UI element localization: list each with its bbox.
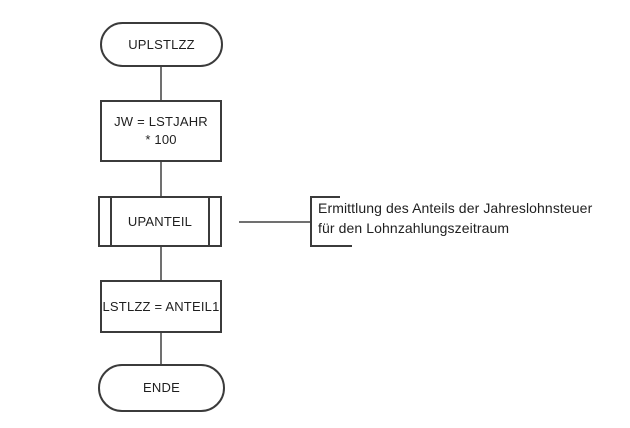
process-jw-line2: * 100 <box>145 132 177 147</box>
upanteil-right-bar <box>208 198 210 245</box>
annotation-line1: Ermittlung des Anteils der Jahreslohnste… <box>318 200 593 216</box>
connector-upanteil-to-process-lstlzz <box>160 247 162 280</box>
annotation-text: Ermittlung des Anteils der Jahreslohnste… <box>318 198 618 238</box>
upanteil-predefined-box: UPANTEIL <box>98 196 222 247</box>
annotation-connector-line <box>239 221 310 223</box>
connector-process-jw-to-upanteil <box>160 162 162 196</box>
connector-process-lstlzz-to-end <box>160 333 162 364</box>
annotation-bracket-vertical <box>310 196 312 247</box>
process-lstlzz-box: LSTLZZ = ANTEIL1 <box>100 280 222 333</box>
end-terminator: ENDE <box>98 364 225 412</box>
process-jw-box: JW = LSTJAHR * 100 <box>100 100 222 162</box>
connector-start-to-process-jw <box>160 67 162 100</box>
annotation-bracket-bottom-tick <box>310 245 352 247</box>
process-lstlzz-label: LSTLZZ = ANTEIL1 <box>102 298 220 314</box>
upanteil-label: UPANTEIL <box>127 213 193 229</box>
end-terminator-label: ENDE <box>143 380 180 395</box>
start-terminator: UPLSTLZZ <box>100 22 223 67</box>
process-jw-line1: JW = LSTJAHR <box>114 114 208 129</box>
annotation-line2: für den Lohnzahlungszeitraum <box>318 220 510 236</box>
start-terminator-label: UPLSTLZZ <box>128 36 195 52</box>
annotation-bracket-top-tick <box>310 196 340 198</box>
upanteil-left-bar <box>110 198 112 245</box>
